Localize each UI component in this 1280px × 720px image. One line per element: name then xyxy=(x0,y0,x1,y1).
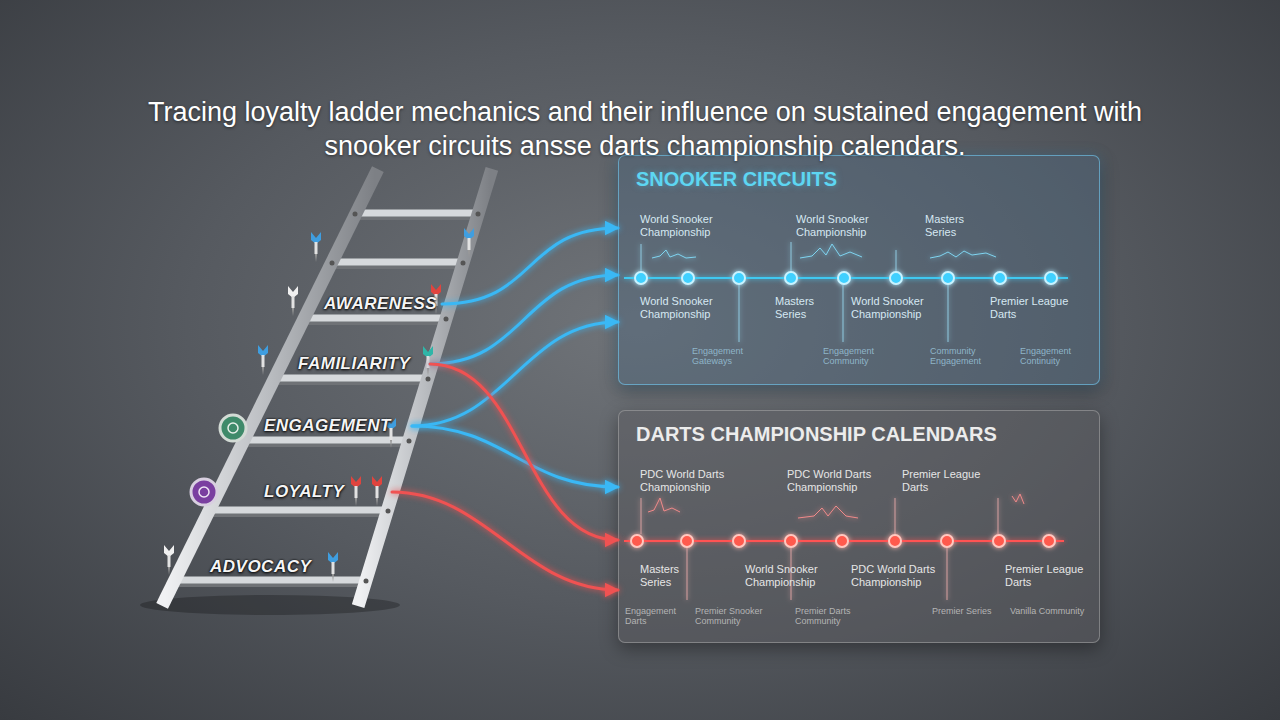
timeline-label: Community Engagement xyxy=(930,346,1002,367)
rung-shadow xyxy=(355,210,478,220)
ladder-rails xyxy=(165,175,490,600)
panel-heading: SNOOKER CIRCUITS xyxy=(636,168,837,191)
dart-icon xyxy=(328,552,338,582)
ladder-rung-label: AWARENESS xyxy=(318,292,442,316)
ladder-rail xyxy=(360,175,490,600)
panel-heading: DARTS CHAMPIONSHIP CALENDARS xyxy=(636,423,997,446)
timeline-label: Premier League Darts xyxy=(990,295,1076,320)
rung xyxy=(332,259,463,266)
rung-label-text: ENGAGEMENT xyxy=(264,416,391,435)
flow-arrow xyxy=(430,275,618,364)
rung xyxy=(175,577,366,584)
timeline-label: World Snooker Championship xyxy=(796,213,888,238)
rung-shadow xyxy=(332,259,463,269)
ball-highlight xyxy=(199,487,209,497)
timeline-label: PDC World Darts Championship xyxy=(787,468,885,493)
timeline-label: Engagement Gateways xyxy=(692,346,772,367)
rung-label-text: LOYALTY xyxy=(264,482,344,501)
timeline-label: World Snooker Championship xyxy=(851,295,943,320)
rung-shadow xyxy=(275,375,428,385)
rung-shadow xyxy=(304,315,446,325)
timeline-label: Premier Snooker Community xyxy=(695,606,773,627)
timeline-label: Engagement Community xyxy=(823,346,903,367)
rivets xyxy=(330,212,481,584)
snooker-ball xyxy=(191,479,217,505)
ladder-rung-label: LOYALTY xyxy=(248,480,392,504)
flow-arrow xyxy=(412,322,618,426)
timeline-label: Premier League Darts xyxy=(1005,563,1091,588)
timeline-label: Engagement Continuity xyxy=(1020,346,1098,367)
dart-icons xyxy=(164,228,474,582)
dart-icon xyxy=(311,232,321,262)
timeline-label: Vanilla Community xyxy=(1010,606,1090,616)
timeline-label: World Snooker Championship xyxy=(640,213,732,238)
dart-icon xyxy=(164,545,174,575)
rung-shadow xyxy=(209,507,388,517)
flow-arrow xyxy=(392,492,618,590)
ladder-rail xyxy=(165,175,375,600)
dart-icon xyxy=(258,345,268,375)
diagram-title: Tracing loyalty ladder mechanics and the… xyxy=(110,95,1180,163)
dart-icon xyxy=(464,228,474,258)
rung-label-text: FAMILIARITY xyxy=(298,354,410,373)
timeline-label: Engagement Darts xyxy=(625,606,695,627)
timeline-label: PDC World Darts Championship xyxy=(640,468,738,493)
timeline-label: World Snooker Championship xyxy=(745,563,837,588)
rung xyxy=(355,210,478,217)
timeline-label: World Snooker Championship xyxy=(640,295,732,320)
dart-icon xyxy=(372,476,382,506)
flow-arrow xyxy=(442,228,618,304)
ladder-rung-label: FAMILIARITY xyxy=(292,352,430,376)
rung-label-text: AWARENESS xyxy=(324,294,437,313)
ball-highlight xyxy=(228,423,238,433)
timeline-label: Premier League Darts xyxy=(902,468,988,493)
dart-icon xyxy=(288,286,298,316)
dart-icon xyxy=(351,476,361,506)
rung xyxy=(275,375,428,382)
ladder-rung-label: ADVOCACY xyxy=(204,555,370,579)
timeline-label: Premier Darts Community xyxy=(795,606,877,627)
rung xyxy=(304,315,446,322)
snooker-balls xyxy=(191,415,246,505)
ladder-rung-label: ENGAGEMENT xyxy=(258,414,412,438)
timeline-label: PDC World Darts Championship xyxy=(851,563,949,588)
timeline-label: Masters Series xyxy=(640,563,698,588)
rung xyxy=(209,507,388,514)
rung xyxy=(244,437,409,444)
rung-shadow xyxy=(175,577,366,587)
rung-label-text: ADVOCACY xyxy=(210,557,311,576)
timeline-label: Masters Series xyxy=(775,295,833,320)
dart-icon xyxy=(423,346,433,376)
rung-shadow xyxy=(244,437,409,447)
snooker-ball xyxy=(220,415,246,441)
flow-arrow xyxy=(430,364,618,540)
timeline-label: Premier Series xyxy=(932,606,992,616)
timeline-label: Masters Series xyxy=(925,213,983,238)
